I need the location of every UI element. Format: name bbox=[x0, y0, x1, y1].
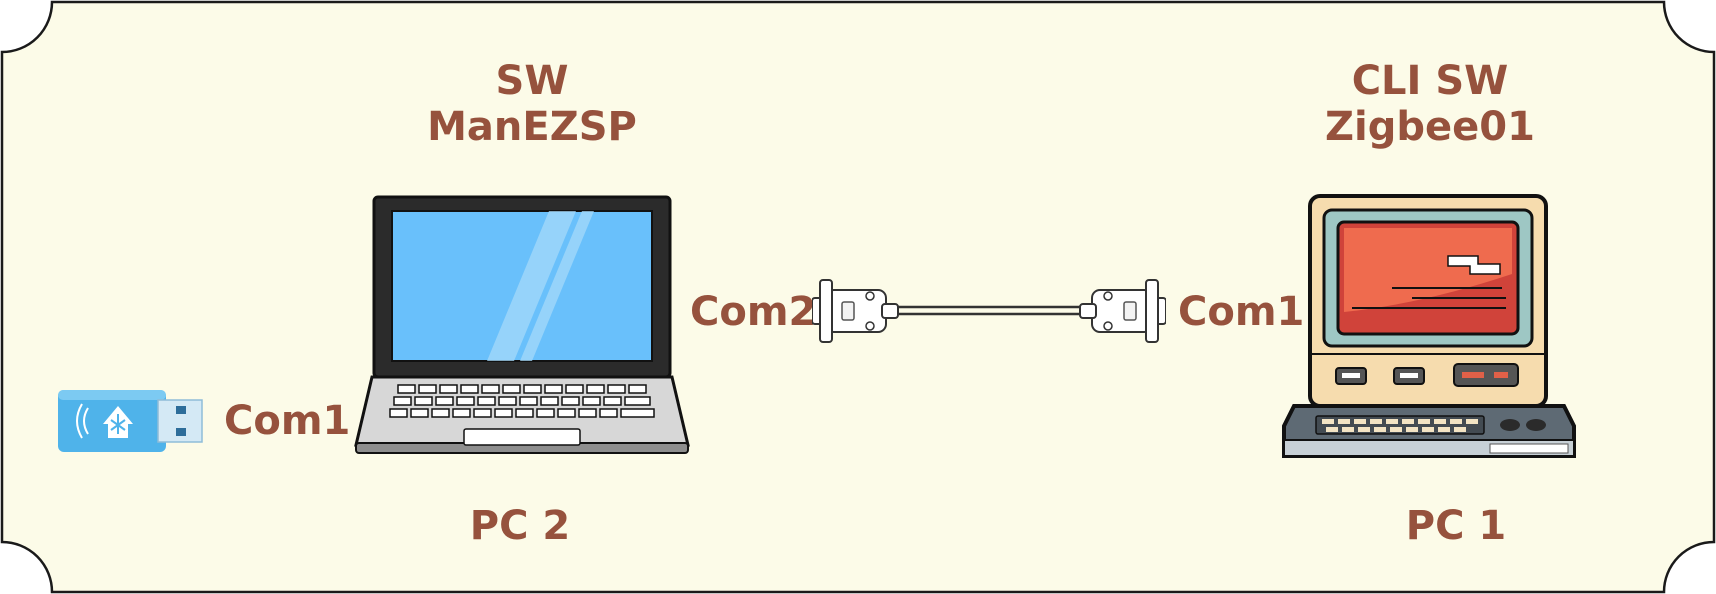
pc1-name-label: PC 1 bbox=[1405, 503, 1507, 549]
pc2-software-name: ManEZSP bbox=[427, 104, 637, 150]
retro-computer-icon bbox=[1282, 194, 1576, 458]
usb-zigbee-stick-icon bbox=[58, 390, 203, 452]
pc1-software-name: Zigbee01 bbox=[1325, 104, 1535, 150]
serial-db9-cable-icon bbox=[812, 279, 1166, 343]
db9-connector-left bbox=[812, 279, 899, 343]
pc1-software-label: CLI SW Zigbee01 bbox=[1310, 58, 1550, 150]
pc2-software-label: SW ManEZSP bbox=[422, 58, 642, 150]
usb-port-label: Com1 bbox=[224, 398, 351, 444]
pc2-software-title: SW bbox=[495, 58, 569, 104]
desktop-port-label: Com1 bbox=[1178, 289, 1305, 335]
db9-connector-right bbox=[1079, 279, 1166, 343]
laptop-icon bbox=[354, 195, 690, 454]
pc2-name-label: PC 2 bbox=[469, 503, 571, 549]
pc1-software-title: CLI SW bbox=[1351, 58, 1509, 104]
laptop-port-label: Com2 bbox=[690, 289, 817, 335]
